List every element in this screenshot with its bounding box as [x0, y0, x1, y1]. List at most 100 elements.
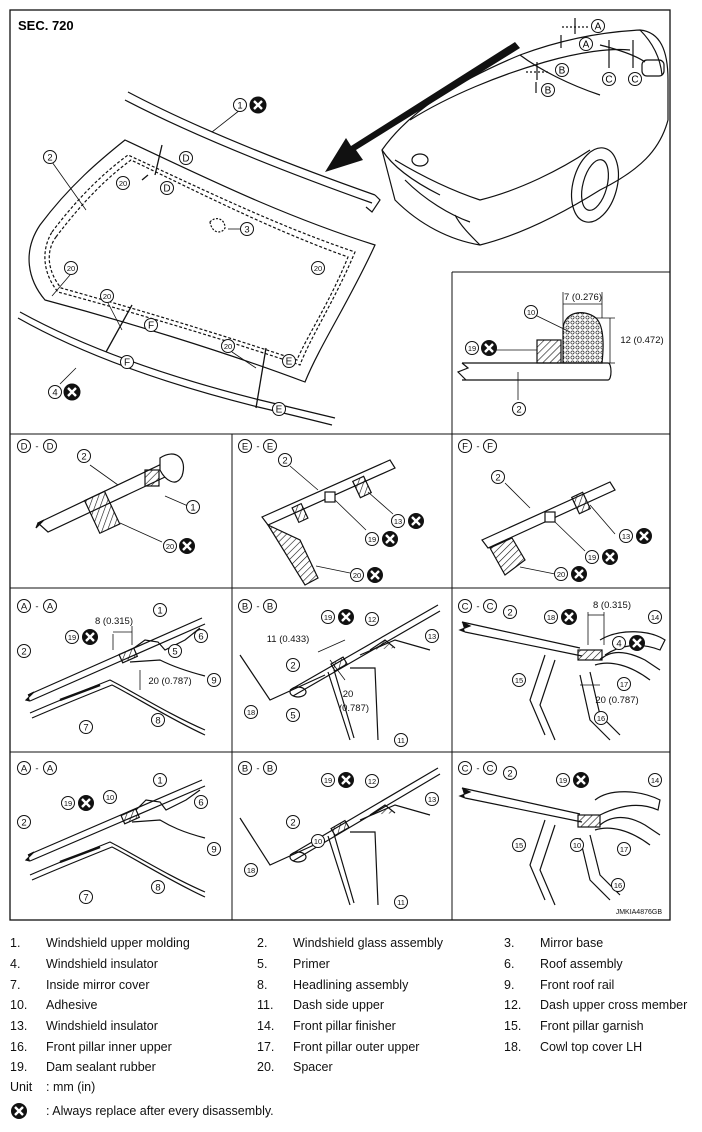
legend-text: Cowl top cover LH: [540, 1039, 643, 1054]
svg-text:20: 20: [314, 264, 322, 273]
legend-item: 18. Cowl top cover LH: [504, 1040, 700, 1054]
svg-text:A: A: [47, 602, 54, 613]
svg-text:E: E: [242, 442, 248, 453]
svg-text:2: 2: [290, 661, 295, 672]
svg-text:-: -: [256, 764, 259, 775]
svg-text:19: 19: [468, 344, 476, 353]
legend-number: 9.: [504, 977, 515, 992]
svg-text:-: -: [476, 602, 479, 613]
svg-text:B: B: [242, 602, 248, 613]
svg-text:-: -: [35, 764, 38, 775]
legend-text: Primer: [293, 957, 330, 972]
upper-molding: [124, 91, 381, 213]
svg-text:B: B: [242, 764, 248, 775]
svg-text:-: -: [256, 442, 259, 453]
svg-text:2: 2: [495, 473, 500, 484]
section-cc-lower: C - C 2 19 14 15 10 17 16: [458, 761, 662, 906]
svg-text:A: A: [47, 764, 54, 775]
legend-item: 7.Inside mirror cover: [10, 978, 257, 992]
legend-item: 19.Dam sealant rubber: [10, 1060, 257, 1074]
svg-text:13: 13: [622, 532, 630, 541]
svg-text:19: 19: [324, 776, 332, 785]
section-bb-lower: B - B 19 12 13 2 10 18 11: [238, 761, 441, 909]
legend-item: 20. Spacer: [257, 1060, 504, 1074]
svg-text:11: 11: [397, 736, 405, 745]
section-cut-markers: [105, 144, 267, 409]
x-replace-icon: [11, 1103, 27, 1119]
figure-code: JMKIA4876GB: [616, 909, 663, 916]
legend-item: 16.Front pillar inner upper: [10, 1040, 257, 1054]
svg-text:F: F: [462, 442, 468, 453]
svg-text:19: 19: [324, 613, 332, 622]
svg-text:1: 1: [237, 101, 242, 112]
dim-cc-upper-2: 20 (0.787): [595, 695, 638, 706]
svg-text:19: 19: [559, 776, 567, 785]
section-dd: D - D 2 1 20: [17, 439, 200, 556]
svg-text:6: 6: [198, 798, 203, 809]
svg-text:19: 19: [64, 799, 72, 808]
legend-text: Windshield glass assembly: [293, 936, 444, 951]
dim-aa-upper: 8 (0.315): [95, 616, 133, 627]
callouts-top: 1 2 3 4 20 20 20 20 20: [43, 95, 325, 402]
windshield-glass: [28, 139, 376, 383]
legend-number: 18.: [504, 1039, 522, 1054]
svg-text:19: 19: [368, 535, 376, 544]
svg-text:2: 2: [47, 153, 52, 164]
svg-text:2: 2: [21, 647, 26, 658]
svg-text:7: 7: [83, 723, 88, 734]
svg-text:A: A: [21, 602, 28, 613]
note-text: : Always replace after every disassembly…: [46, 1104, 274, 1118]
legend-number: 5.: [257, 957, 268, 972]
legend-text: Spacer: [293, 1060, 333, 1075]
svg-text:2: 2: [282, 456, 287, 467]
outer-frame: [9, 9, 671, 921]
legend-item: 11.Dash side upper: [257, 998, 504, 1012]
legend-item: 8.Headlining assembly: [257, 978, 504, 992]
unit-value: : mm (in): [46, 1080, 96, 1094]
windshield-insulator: [17, 311, 336, 426]
car-illustration: [381, 29, 669, 246]
svg-text:4: 4: [52, 388, 57, 399]
svg-text:15: 15: [515, 841, 523, 850]
legend-item: 15.Front pillar garnish: [504, 1019, 700, 1033]
dim-adhesive-width: 7 (0.276): [564, 292, 602, 303]
legend-item: 17.Front pillar outer upper: [257, 1040, 504, 1054]
legend-text: Front pillar inner upper: [46, 1039, 172, 1054]
legend-text: Windshield insulator: [46, 957, 158, 972]
svg-text:17: 17: [620, 680, 628, 689]
section-aa-lower: A - A 1 10 6 19 2 9 8 7: [17, 761, 221, 904]
svg-text:8: 8: [155, 716, 160, 727]
svg-text:A: A: [583, 40, 590, 51]
svg-text:14: 14: [651, 776, 659, 785]
svg-text:-: -: [35, 442, 38, 453]
svg-text:-: -: [256, 602, 259, 613]
section-aa-upper: A - A 8 (0.315) 20 (0.787) 1 6 19 2: [17, 599, 221, 736]
legend-item: 4.Windshield insulator: [10, 957, 257, 971]
legend-item: 2.Windshield glass assembly: [257, 936, 504, 950]
legend-number: 20.: [257, 1060, 275, 1075]
svg-text:2: 2: [21, 818, 26, 829]
svg-text:14: 14: [651, 613, 659, 622]
svg-text:15: 15: [515, 676, 523, 685]
svg-text:D: D: [47, 442, 54, 453]
svg-text:2: 2: [507, 769, 512, 780]
unit-key: Unit: [10, 1080, 33, 1094]
legend-number: 6.: [504, 957, 515, 972]
svg-text:11: 11: [397, 898, 405, 907]
legend-text: Inside mirror cover: [46, 977, 150, 992]
car-markers: [526, 18, 634, 93]
svg-text:C: C: [462, 602, 469, 613]
svg-text:18: 18: [247, 866, 255, 875]
legend-item: 12.Dash upper cross member: [504, 998, 700, 1012]
legend-text: Headlining assembly: [293, 977, 409, 992]
legend-item: 3.Mirror base: [504, 936, 700, 950]
svg-text:13: 13: [394, 517, 402, 526]
dim-bb-upper: 11 (0.433): [267, 634, 310, 645]
legend-text: Windshield insulator: [46, 1019, 158, 1034]
svg-text:1: 1: [157, 606, 162, 617]
dim-cc-upper: 8 (0.315): [593, 600, 631, 611]
svg-text:B: B: [559, 66, 566, 77]
